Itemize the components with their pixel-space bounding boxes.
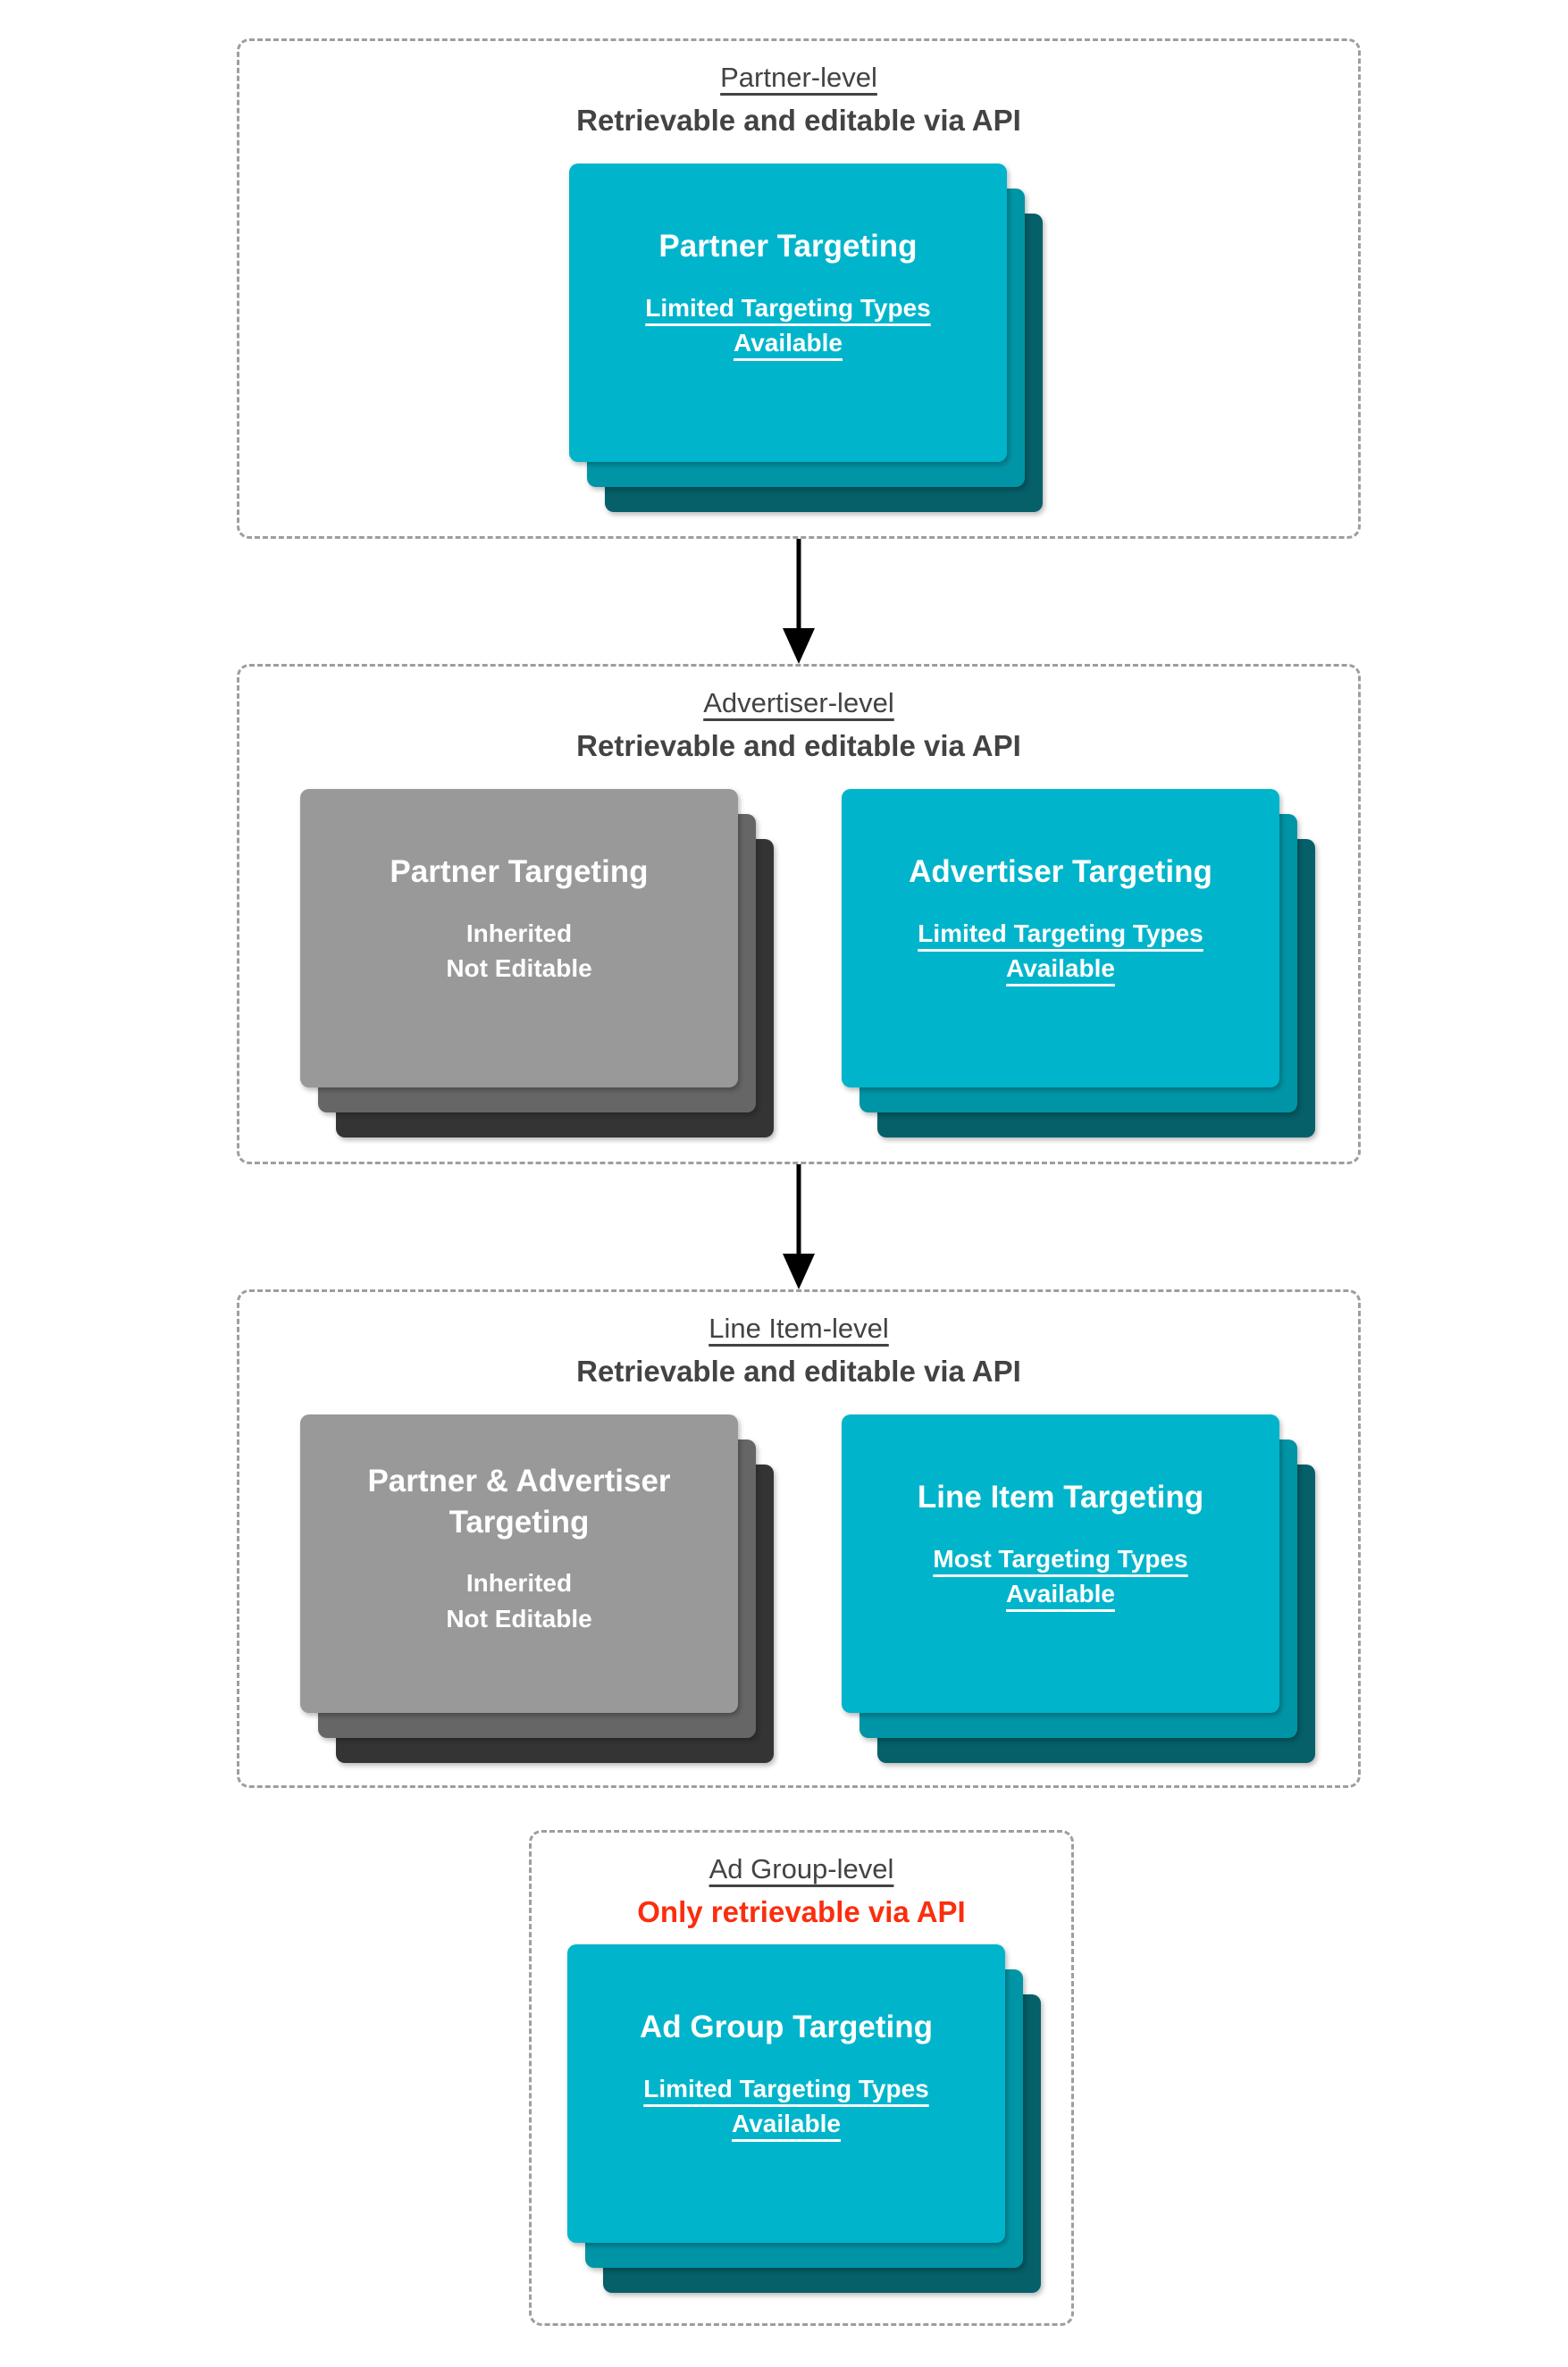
card-ad-group-targeting: Ad Group Targeting Limited Targeting Typ…: [567, 1944, 1005, 2243]
card-title: Partner Targeting: [658, 229, 918, 264]
card-partner-targeting-inherited: Partner Targeting Inherited Not Editable: [300, 789, 738, 1087]
ad-group-targeting-card-stack: Ad Group Targeting Limited Targeting Typ…: [567, 1944, 1041, 2293]
card-subtitle: Inherited Not Editable: [446, 1569, 592, 1633]
card-advertiser-targeting: Advertiser Targeting Limited Targeting T…: [842, 789, 1279, 1087]
advertiser-targeting-card-stack: Advertiser Targeting Limited Targeting T…: [842, 789, 1315, 1137]
card-line-item-targeting: Line Item Targeting Most Targeting Types…: [842, 1414, 1279, 1713]
card-title: Ad Group Targeting: [640, 2010, 933, 2044]
card-subtitle: Limited Targeting Types Available: [918, 919, 1203, 983]
inherited-partner-card-stack: Partner Targeting Inherited Not Editable: [300, 789, 774, 1137]
section-subtitle: Retrievable and editable via API: [576, 1354, 1021, 1388]
flow-arrow-partner-to-advertiser: [783, 539, 815, 664]
line-item-targeting-card-stack: Line Item Targeting Most Targeting Types…: [842, 1414, 1315, 1763]
card-subtitle: Inherited Not Editable: [446, 919, 592, 983]
section-title: Line Item-level: [709, 1313, 889, 1344]
section-line-item-level: Line Item-level Retrievable and editable…: [237, 1289, 1361, 1788]
section-subtitle: Only retrievable via API: [637, 1894, 966, 1928]
inherited-partner-advertiser-card-stack: Partner & Advertiser Targeting Inherited…: [300, 1414, 774, 1763]
section-partner-level: Partner-level Retrievable and editable v…: [237, 38, 1361, 539]
flow-arrow-advertiser-to-lineitem: [783, 1164, 815, 1289]
card-title: Line Item Targeting: [917, 1480, 1204, 1515]
partner-targeting-card-stack: Partner Targeting Limited Targeting Type…: [569, 164, 1043, 512]
card-subtitle: Limited Targeting Types Available: [645, 293, 931, 357]
section-title: Partner-level: [720, 62, 877, 93]
section-subtitle: Retrievable and editable via API: [576, 728, 1021, 762]
card-title: Partner Targeting: [390, 854, 649, 889]
section-title: Ad Group-level: [709, 1853, 894, 1884]
section-title: Advertiser-level: [703, 687, 894, 718]
section-subtitle: Retrievable and editable via API: [576, 103, 1021, 137]
card-subtitle: Most Targeting Types Available: [933, 1544, 1188, 1608]
section-advertiser-level: Advertiser-level Retrievable and editabl…: [237, 664, 1361, 1164]
card-subtitle: Limited Targeting Types Available: [643, 2074, 929, 2138]
card-title: Advertiser Targeting: [909, 854, 1212, 889]
card-partner-targeting: Partner Targeting Limited Targeting Type…: [569, 164, 1007, 462]
card-partner-advertiser-targeting-inherited: Partner & Advertiser Targeting Inherited…: [300, 1414, 738, 1713]
card-title: Partner & Advertiser Targeting: [367, 1464, 671, 1540]
section-ad-group-level: Ad Group-level Only retrievable via API …: [529, 1830, 1074, 2326]
